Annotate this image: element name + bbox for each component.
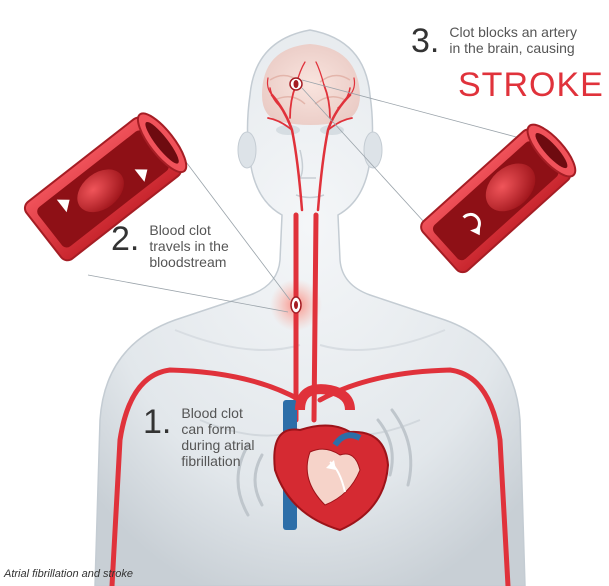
stroke-heading: STROKE: [458, 66, 604, 104]
neck-clot-dot: [294, 301, 298, 309]
brain-clot-dot: [293, 80, 299, 88]
figure-caption: Atrial fibrillation and stroke: [4, 568, 134, 580]
step-1-label: 1. Blood clot can form during atrial fib…: [143, 405, 255, 469]
flow-arrow-icon: [56, 199, 70, 213]
vessel-inset-bloodstream: [23, 112, 188, 262]
flow-arrow-icon: [134, 169, 148, 182]
step-2-label: 2. Blood clot travels in the bloodstream: [111, 222, 229, 270]
vessel-inset-blocked: [420, 123, 577, 274]
step-3-text: Clot blocks an artery in the brain, caus…: [449, 24, 577, 56]
brain: [262, 44, 360, 125]
step-3-label: 3. Clot blocks an artery in the brain, c…: [411, 24, 577, 58]
step-2-text: Blood clot travels in the bloodstream: [149, 222, 229, 270]
step-3-number: 3.: [411, 22, 440, 60]
leader-lines: [87, 79, 521, 313]
step-2-number: 2.: [111, 220, 140, 258]
step-1-text: Blood clot can form during atrial fibril…: [181, 405, 255, 469]
heart: [273, 384, 390, 532]
step-1-number: 1.: [143, 403, 172, 441]
heartbeat-arcs: [236, 408, 413, 517]
aortic-arch: [295, 384, 355, 411]
reverse-flow-arrow-icon: [462, 212, 481, 231]
brain-arteries: [266, 61, 356, 212]
